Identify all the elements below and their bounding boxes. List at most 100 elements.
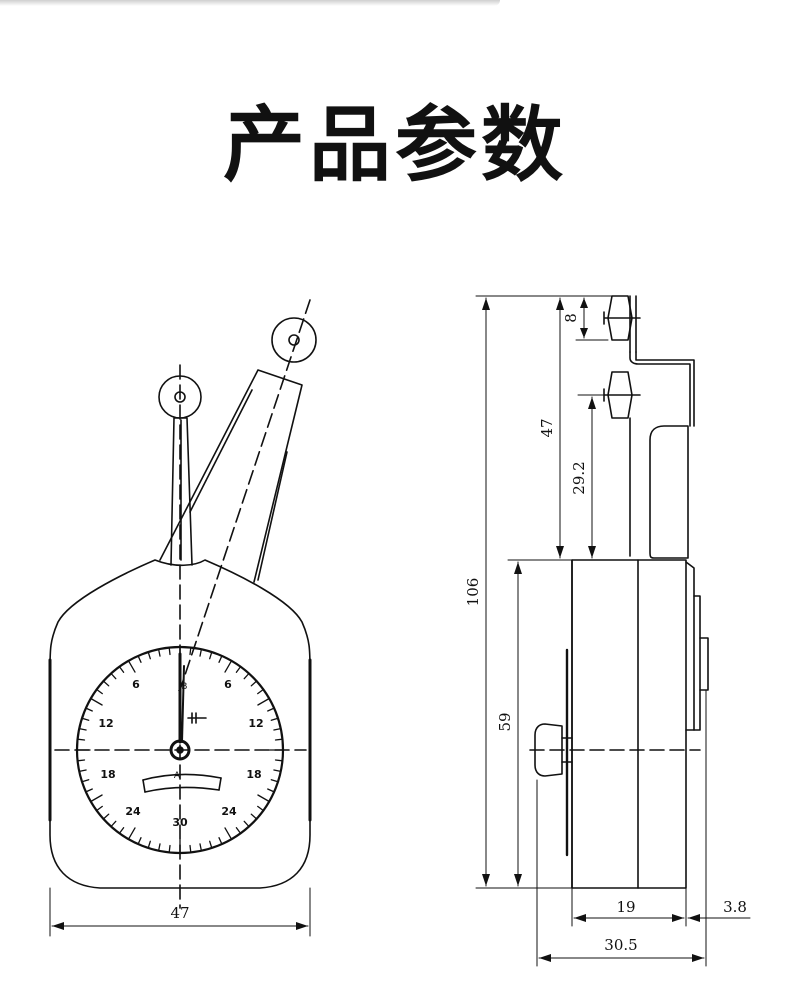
dial-tick: [243, 820, 250, 828]
dial-number-left-18: 18: [100, 768, 115, 781]
dial-tick: [78, 727, 87, 731]
front-width-arrow-right: [296, 922, 308, 930]
dial-number-left-12: 12: [98, 717, 113, 730]
dial-mark-jb: JB: [178, 682, 188, 692]
dial-number-bottom-30: 30: [172, 816, 188, 829]
dial-tick: [250, 813, 258, 820]
dial-tick: [235, 827, 242, 834]
side-top-pulley-stem: [629, 295, 637, 353]
dial-tick: [274, 738, 284, 741]
dial-scale-arc-ends: [142, 777, 222, 793]
dial-tick: [209, 651, 213, 660]
dial-tick: [168, 844, 171, 854]
dial-tick: [118, 827, 125, 834]
needle-hub: [169, 739, 191, 761]
dial-tick: [273, 769, 282, 773]
dial-number-left-24: 24: [125, 805, 141, 818]
adjust-screw: [187, 712, 207, 724]
dial-tick: [90, 697, 103, 706]
front-width-arrow-left: [52, 922, 64, 930]
side-back-plate-3: [699, 637, 709, 691]
dial-tick: [96, 688, 103, 695]
dim-lower-pulley-label: 29.2: [570, 461, 588, 494]
dial-tick: [157, 843, 161, 852]
dial-tick: [127, 660, 136, 673]
side-knob: [534, 723, 563, 777]
dial-tick: [85, 788, 93, 793]
dim-arm-height-label: 47: [538, 418, 556, 437]
dial-tick: [257, 697, 270, 706]
dial-scale-arc-outer: [142, 773, 222, 781]
right-pulley: [271, 317, 317, 363]
dial-tick: [224, 660, 233, 673]
dial-tick: [157, 648, 161, 657]
dial-number-right-6: 6: [224, 678, 232, 691]
dial-tick: [147, 651, 151, 660]
dial-tick: [102, 813, 110, 820]
dial-tick: [250, 680, 258, 687]
dial-tick: [96, 805, 103, 812]
dial-tick: [76, 738, 86, 741]
dial-tick: [199, 843, 203, 852]
top-shadow-bar: [0, 0, 500, 6]
side-back-plate-2: [693, 595, 701, 731]
dial-tick: [102, 680, 110, 687]
dial-tick: [257, 688, 264, 695]
side-back-plate-1: [685, 561, 695, 731]
dial-tick: [189, 646, 192, 656]
dim-body-depth-label: 19: [616, 898, 635, 916]
dial-number-right-24: 24: [221, 805, 237, 818]
side-arrowheads: [482, 298, 704, 962]
dial-labels: 6 12 18 24 6 12 18 24 30 JB A: [98, 678, 263, 829]
dial-tick: [267, 707, 275, 712]
dial-tick: [110, 820, 117, 828]
dial-tick: [209, 840, 213, 849]
dial-tick: [267, 788, 275, 793]
dim-overall-depth-label: 30.5: [604, 936, 637, 954]
dial-tick: [218, 655, 223, 663]
dial-tick: [270, 717, 279, 721]
dial-tick: [127, 827, 136, 840]
front-width-label: 47: [170, 904, 189, 922]
needle-2: [181, 665, 185, 743]
dial-tick: [81, 779, 90, 783]
side-knob-shaft: [561, 737, 573, 763]
side-body-step: [571, 559, 639, 889]
dial-tick: [274, 759, 284, 762]
side-view: [475, 295, 751, 967]
dial-number-right-18: 18: [246, 768, 261, 781]
dial-tick: [81, 717, 90, 721]
dial-ticks: [76, 646, 284, 854]
side-body: [571, 559, 687, 889]
dial-tick: [257, 805, 264, 812]
dial-tick: [85, 707, 93, 712]
needle-hub-inner: [176, 746, 184, 754]
dial-tick: [257, 794, 270, 803]
dial-tick: [90, 794, 103, 803]
right-arm-inner-slot: [189, 389, 253, 513]
side-arm-bracket: [629, 351, 695, 427]
dial-number-right-12: 12: [248, 717, 263, 730]
front-view: [48, 299, 317, 937]
dial-tick: [76, 759, 86, 762]
dial-tick: [147, 840, 151, 849]
gauge-case-outline: [49, 559, 311, 889]
dim-total-height-label: 106: [464, 578, 482, 607]
dial-scale-arc-inner: [144, 786, 220, 793]
dial-tick: [270, 779, 279, 783]
dial-tick: [137, 837, 142, 845]
dial-tick: [110, 672, 117, 680]
dial-tick: [168, 646, 171, 656]
center-line-diagonal: [179, 299, 311, 691]
dial-tick: [189, 844, 192, 854]
right-pulley-hub: [288, 334, 300, 346]
page-title: 产品参数: [222, 98, 567, 193]
side-arm-housing: [649, 425, 689, 559]
right-arm: [159, 369, 303, 583]
dial-tick: [199, 648, 203, 657]
dial-tick: [224, 827, 233, 840]
dial-tick: [235, 666, 242, 673]
dial-tick: [118, 666, 125, 673]
dial-tick: [243, 672, 250, 680]
